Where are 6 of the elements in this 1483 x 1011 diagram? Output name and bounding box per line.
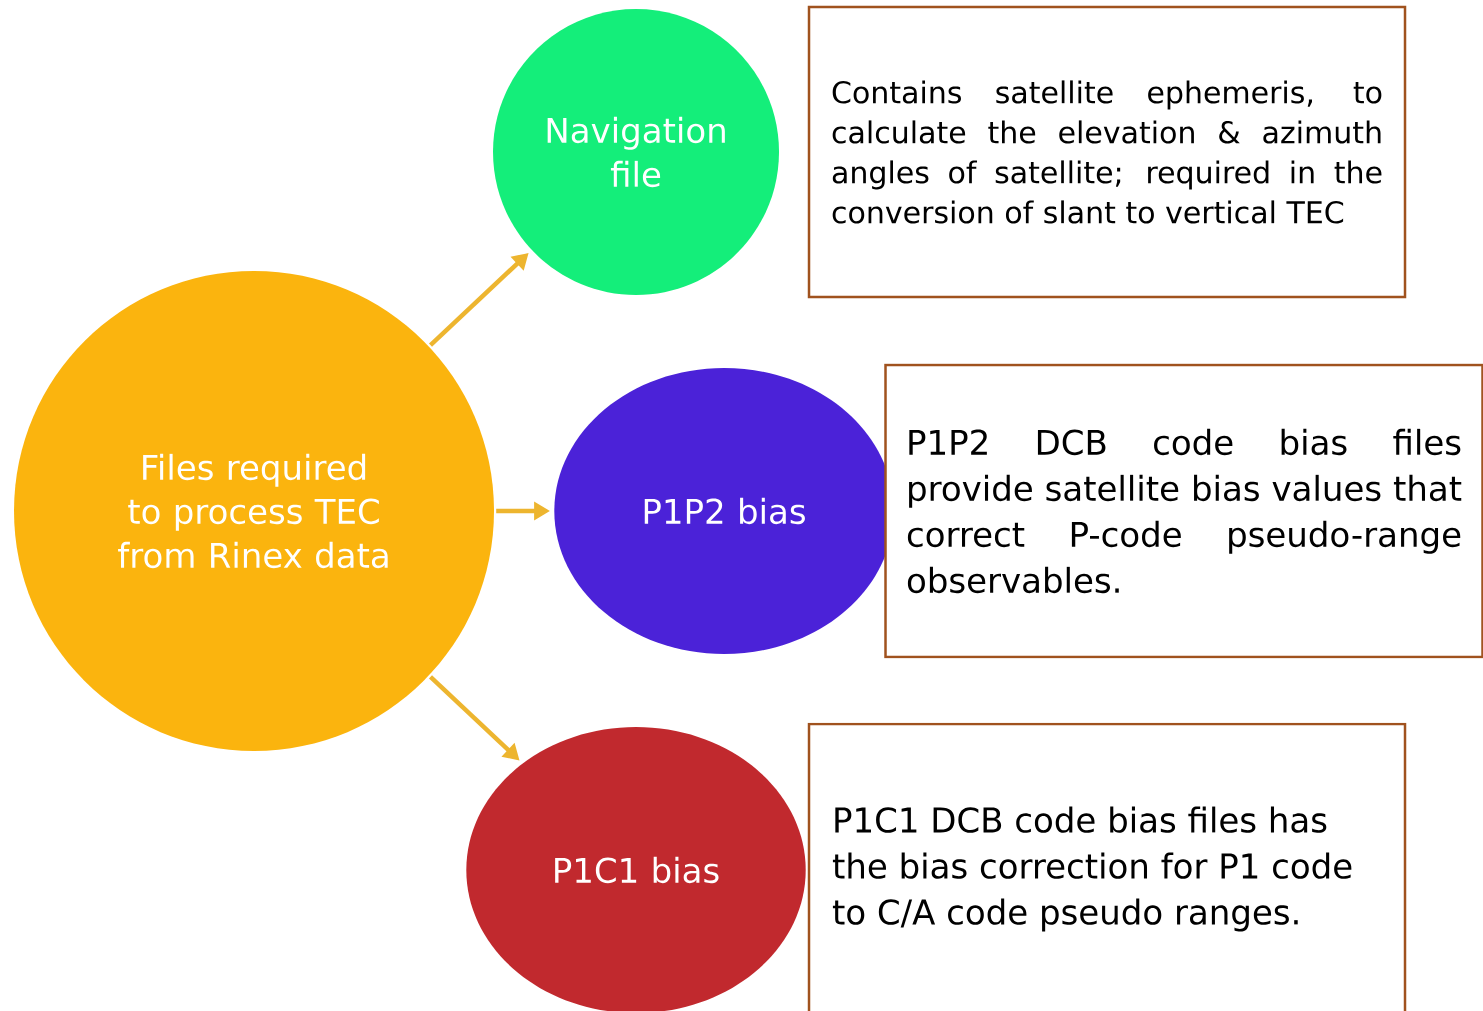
description-box: P1C1 DCB code bias files has the bias correction for P1 code to C/A code pseudo ranges.: [807, 722, 1407, 1011]
circle-node: Navigation file: [493, 9, 779, 295]
description-box: P1P2 DCB code bias files provide satellite bias values that correct P-code pseudo-range observables.: [884, 363, 1483, 659]
circle-node: P1P2 bias: [554, 368, 894, 654]
description-box: Contains satellite ephemeris, to calculate the elevation & azimuth angles of satellite; required in the conversion of slant to vertical TEC: [807, 5, 1407, 299]
circle-node: Files required to process TEC from Rinex data: [14, 271, 494, 751]
